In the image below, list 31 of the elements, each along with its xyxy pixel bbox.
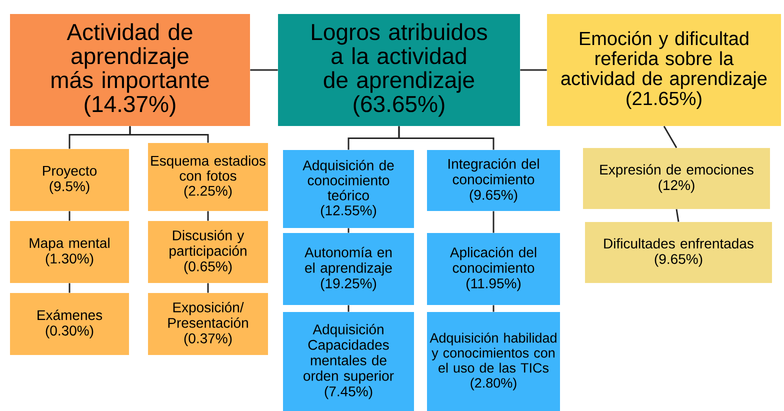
category-item-box: Autonomía en el aprendizaje (19.25%) — [283, 233, 414, 305]
category-header-box: Emoción y dificultad referida sobre la actividad de aprendizaje (21.65%) — [547, 14, 781, 126]
connector-line — [520, 69, 547, 71]
connector-line — [68, 211, 70, 221]
connector-line — [207, 283, 209, 293]
category-item-box: Exposición/ Presentación (0.37%) — [148, 293, 268, 355]
category-header-box: Logros atribuidos a la actividad de aprendizaje (63.65%) — [278, 14, 520, 126]
category-item-box: Dificultades enfrentadas (9.65%) — [585, 222, 772, 283]
category-item-box: Adquisición habilidad y conocimientos con el uso de las TICs (2.80%) — [427, 312, 560, 411]
category-item-box: Discusión y participación (0.65%) — [148, 221, 268, 283]
connector-line — [398, 126, 494, 150]
connector-line — [663, 126, 678, 148]
category-item-box: Proyecto (9.5%) — [10, 149, 129, 211]
category-item-box: Adquisición de conocimiento teórico (12.55%) — [283, 150, 414, 228]
category-header-box: Actividad de aprendizaje más importante (14.37%) — [10, 14, 250, 126]
category-item-box: Exámenes (0.30%) — [10, 293, 129, 355]
connector-line — [676, 209, 680, 222]
category-item-box: Adquisición Capacidades mentales de orden superior (7.45%) — [283, 312, 414, 411]
connector-line — [207, 211, 209, 221]
category-item-box: Integración del conocimiento (9.65%) — [427, 150, 560, 211]
category-item-box: Aplicación del conocimiento (11.95%) — [427, 233, 560, 305]
connector-line — [348, 305, 350, 312]
connector-line — [348, 228, 350, 233]
connector-line — [129, 126, 209, 143]
connector-line — [492, 305, 494, 312]
category-item-box: Esquema estadios con fotos (2.25%) — [148, 143, 268, 211]
connector-line — [68, 283, 70, 293]
connector-line — [250, 69, 278, 71]
connector-line — [492, 211, 494, 233]
category-item-box: Expresión de emociones (12%) — [583, 148, 770, 209]
category-item-box: Mapa mental (1.30%) — [10, 221, 129, 283]
